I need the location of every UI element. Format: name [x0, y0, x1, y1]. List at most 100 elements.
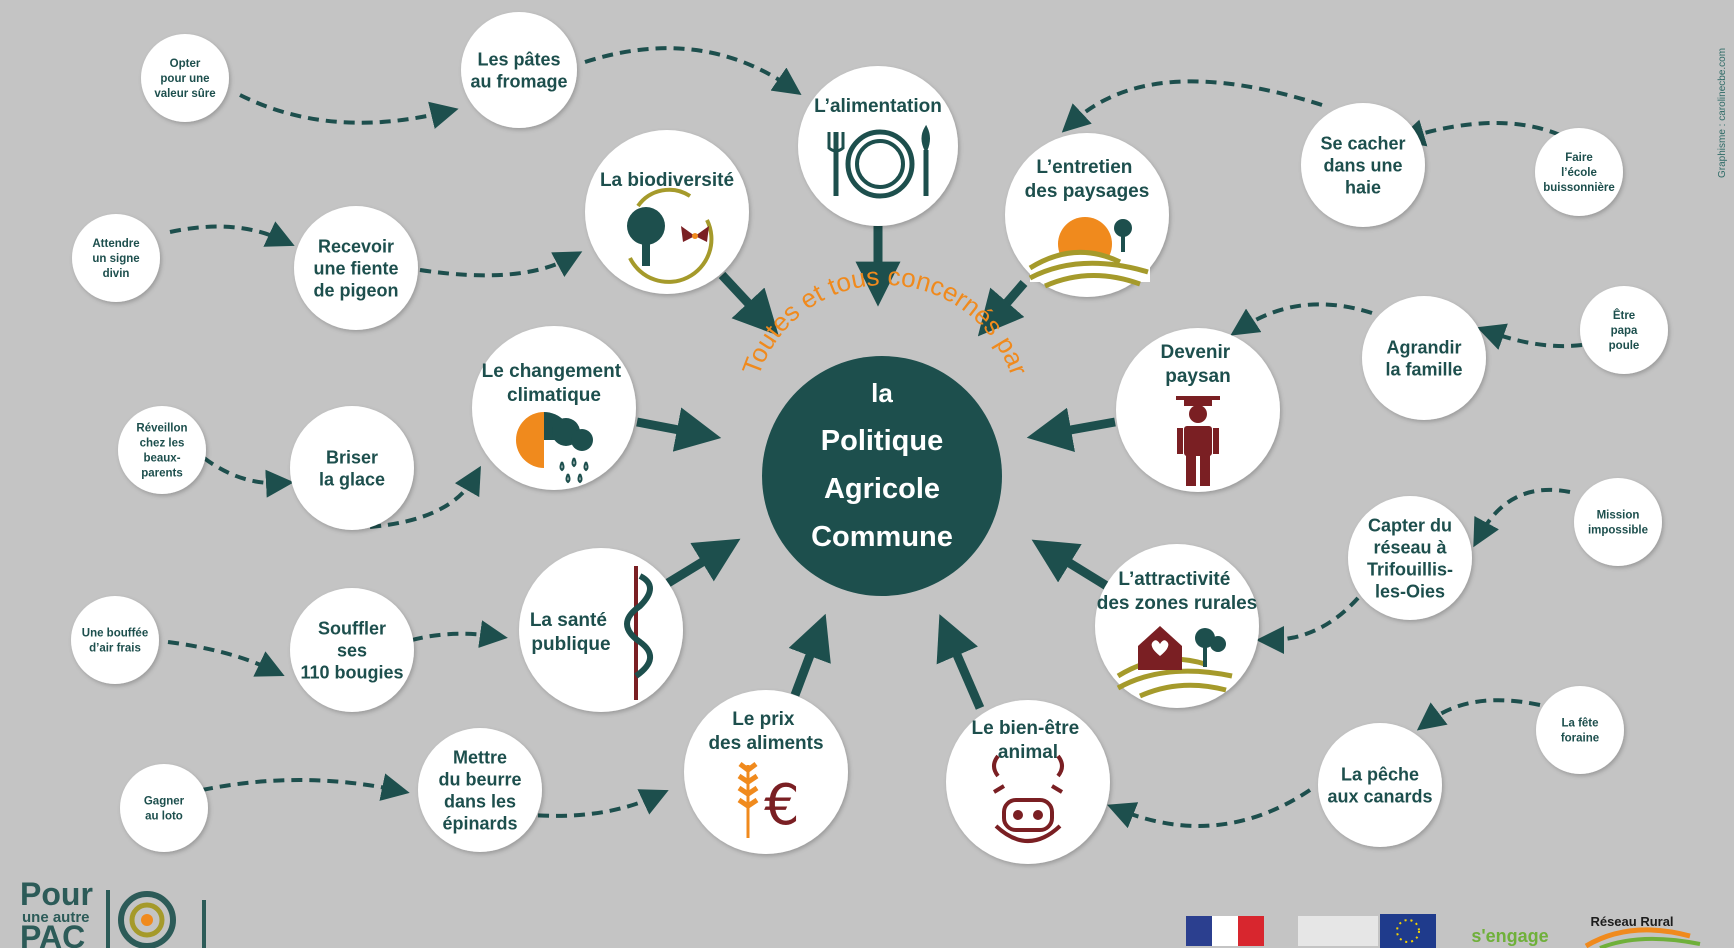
farmer-leg-right [1200, 454, 1210, 486]
eu-flag [1380, 914, 1436, 948]
dash-fiente-biodiversite [419, 251, 583, 278]
activity-circle-disc [1362, 296, 1486, 420]
theme-arrows [636, 226, 1116, 710]
theme-label-paysages-line-2: des paysages [1025, 181, 1150, 202]
theme-label-sante: La santé publique [530, 610, 612, 655]
source-circle-label-line: impossible [1588, 525, 1648, 537]
activity-circle-label-line: La pêche [1341, 764, 1419, 784]
source-circle-disc [118, 406, 206, 494]
source-circle-label-line: l’école [1561, 167, 1597, 179]
rain-drops [559, 457, 589, 484]
knife-blade [921, 124, 930, 151]
dash-loto-beurre [201, 773, 410, 801]
theme-circle-bienetre: Le bien-être animal [946, 700, 1110, 864]
center-line-4: Commune [811, 521, 953, 553]
dash-reseau-rural [1256, 596, 1360, 654]
logo-target-icon [106, 890, 206, 948]
theme-label-bienetre-line-1: Le bien-être [972, 718, 1080, 739]
farmer-leg-left [1186, 454, 1196, 486]
logo-ring-inner [129, 902, 165, 938]
activity-circle-label-line: Trifouillis- [1367, 559, 1453, 579]
theme-label-paysan: Devenir paysan [1161, 342, 1236, 387]
source-circle-disc [141, 34, 229, 122]
activity-circle-disc [290, 406, 414, 530]
cow-ear-left [992, 784, 1006, 794]
dash-bougies-sante [411, 620, 508, 648]
activity-circle-label-line: Se cacher [1320, 133, 1405, 153]
source-circle-label-line: Gagner [144, 796, 185, 808]
center-line-2: Politique [821, 425, 943, 457]
activity-circle-disc [461, 12, 577, 128]
source-circle-label-line: La fête [1561, 718, 1598, 730]
center-line-3: Agricole [824, 473, 940, 505]
plate-cutlery-icon [827, 124, 930, 199]
dash-signe-fiente [169, 221, 295, 247]
heart [1151, 640, 1169, 656]
tree-trunk [642, 240, 650, 266]
activity-circle-label-line: dans une [1323, 155, 1402, 175]
theme-label-bienetre-line-2: animal [998, 742, 1058, 763]
theme-label-alimentation-line: L’alimentation [814, 96, 942, 117]
tree-b [1210, 636, 1226, 652]
activity-circle-disc [1301, 103, 1425, 227]
marianne-blue [1186, 916, 1212, 946]
dash-famille-paysan [1230, 302, 1373, 336]
theme-circle-alimentation: L’alimentation [798, 66, 958, 226]
center-circle: la Politique Agricole Commune Toutes et … [736, 261, 1034, 596]
farmer-icon [1176, 396, 1220, 486]
cow-icon [992, 754, 1064, 843]
activity-circle-label-line: Briser [326, 447, 378, 467]
activity-circle-disc [1348, 496, 1472, 620]
source-circle-label-line: d’air frais [89, 643, 141, 655]
theme-circle-paysan: Devenir paysan [1116, 328, 1280, 492]
theme-label-biodiversite: La biodiversité [600, 170, 734, 191]
dash-haie-paysages [1061, 79, 1323, 133]
source-circle-disc [1574, 478, 1662, 566]
activity-circle-label-line: Agrandir [1386, 337, 1461, 357]
dash-glace-climat [369, 465, 481, 529]
footer-logos: s'engage Réseau Rural [1186, 914, 1701, 948]
dash-canards-bienetre [1106, 788, 1312, 829]
caduceus-icon [624, 566, 653, 700]
arrow-climat [636, 407, 722, 452]
theme-circle-paysages: L’entretien des paysages [1005, 133, 1169, 297]
theme-disc-climat [472, 326, 636, 490]
activity-circle-label-line: la glace [319, 469, 385, 489]
house-trees-icon [1116, 626, 1233, 699]
theme-label-sante-line-1: La santé [530, 610, 607, 631]
source-circle-label-line: un signe [92, 253, 139, 265]
source-circle-disc [72, 214, 160, 302]
wheat-euro-icon: € [737, 762, 800, 838]
half-sun [516, 412, 544, 468]
dash-valeur-pates [239, 93, 459, 129]
center-disc [762, 356, 1002, 596]
dash-bouffee-bougies [167, 640, 285, 677]
theme-label-bienetre: Le bien-être animal [972, 718, 1085, 763]
tree-butterfly-icon [627, 187, 714, 284]
theme-label-climat: Le changement climatique [482, 361, 627, 406]
logo-line-3: PAC [20, 919, 85, 948]
theme-label-rural: L’attractivité des zones rurales [1097, 569, 1258, 614]
tree-a-trunk [1203, 645, 1207, 667]
butterfly-body [692, 233, 698, 239]
theme-label-paysan-line-2: paysan [1165, 366, 1230, 387]
arrow-bienetre [936, 614, 985, 710]
theme-disc-paysages [1005, 133, 1169, 297]
tree-crown [627, 207, 665, 245]
theme-disc-biodiversite [585, 130, 749, 294]
